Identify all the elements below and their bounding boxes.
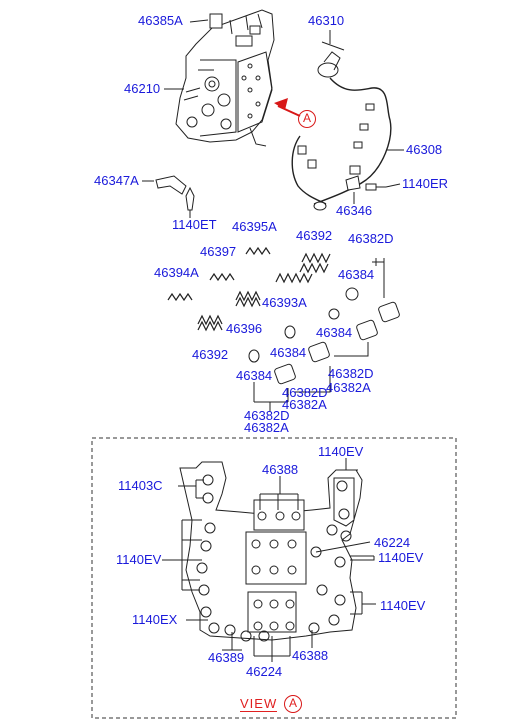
label-1140EV-right1: 1140EV (378, 550, 424, 565)
wire-harness (291, 41, 392, 211)
label-46384-a: 46384 (338, 267, 375, 282)
label-46347A: 46347A (94, 173, 139, 188)
label-46384-b: 46384 (270, 345, 307, 360)
label-46382A-bottom: 46382A (244, 420, 289, 435)
label-46384-d: 46384 (236, 368, 273, 383)
label-46392-top: 46392 (296, 228, 333, 243)
label-46382A-mid: 46382A (282, 397, 327, 412)
label-46388-bottom: 46388 (292, 648, 329, 663)
label-1140EV-top: 1140EV (318, 444, 364, 459)
label-46393A: 46393A (262, 295, 307, 310)
label-46224-bottom: 46224 (246, 664, 283, 679)
label-46382D-right: 46382D (328, 366, 374, 381)
label-1140EV-left: 1140EV (116, 552, 162, 567)
label-46395A: 46395A (232, 219, 277, 234)
callout-a-marker: A (298, 110, 316, 128)
label-46308: 46308 (406, 142, 443, 157)
label-46224-right: 46224 (374, 535, 411, 550)
label-46397: 46397 (200, 244, 237, 259)
label-1140EV-right2: 1140EV (380, 598, 426, 613)
label-46382D-top: 46382D (348, 231, 394, 246)
label-46210: 46210 (124, 81, 161, 96)
label-46392-bottom: 46392 (192, 347, 229, 362)
plugs (274, 301, 400, 385)
label-1140EX: 1140EX (132, 612, 178, 627)
view-caption-text: VIEW (240, 696, 278, 712)
label-1140ET: 1140ET (172, 217, 217, 232)
springs (167, 246, 331, 332)
callout-a-letter: A (303, 111, 312, 125)
label-46382A-right: 46382A (326, 380, 371, 395)
label-46388-top: 46388 (262, 462, 299, 477)
arrow-icon (274, 98, 288, 110)
label-46385A: 46385A (138, 13, 183, 28)
plate-bolts (196, 474, 352, 642)
label-46382D-bottom: 46382D (244, 408, 290, 423)
view-letter-circle: A (284, 695, 302, 713)
label-46389: 46389 (208, 650, 245, 665)
label-46346: 46346 (336, 203, 373, 218)
label-11403C: 11403C (118, 478, 163, 493)
view-letter: A (289, 696, 298, 710)
o-rings (248, 287, 359, 363)
label-46384-c: 46384 (316, 325, 353, 340)
label-1140ER: 1140ER (402, 176, 449, 191)
label-46396: 46396 (226, 321, 263, 336)
label-46394A: 46394A (154, 265, 199, 280)
label-46310: 46310 (308, 13, 345, 28)
valve-body-assembly (175, 9, 275, 147)
label-46382D-mid: 46382D (282, 385, 328, 400)
